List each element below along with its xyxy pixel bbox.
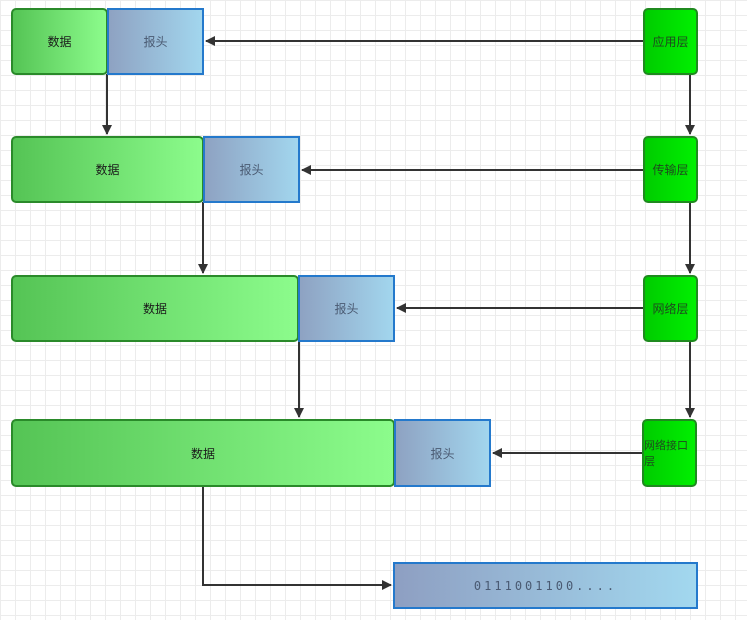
layer-transport[interactable]: 传输层	[643, 136, 698, 203]
packet-3-header[interactable]: 报头	[298, 275, 395, 342]
packet-3-header-label: 报头	[334, 302, 359, 316]
packet-1-header-label: 报头	[143, 35, 168, 49]
layer-network-label: 网络层	[652, 302, 689, 316]
packet-4-header[interactable]: 报头	[394, 419, 491, 487]
packet-4-data-label: 数据	[190, 446, 215, 461]
packet-3-data-label: 数据	[142, 302, 167, 316]
packet-2-data[interactable]: 数据	[11, 136, 204, 203]
packet-3-data[interactable]: 数据	[11, 275, 299, 342]
packet-2-header[interactable]: 报头	[203, 136, 300, 203]
bitstream-label: 0111001100....	[473, 578, 618, 593]
packet-2-header-label: 报头	[239, 163, 264, 177]
packet-4-data[interactable]: 数据	[11, 419, 395, 487]
layer-application[interactable]: 应用层	[643, 8, 698, 75]
arrow-packet4-to-bitstream	[202, 486, 392, 590]
packet-4-header-label: 报头	[430, 446, 455, 461]
packet-1-header[interactable]: 报头	[107, 8, 204, 75]
layer-network-interface-label: 网络接口层	[644, 439, 688, 468]
packet-1-data[interactable]: 数据	[11, 8, 108, 75]
packet-1-data-label: 数据	[47, 35, 72, 49]
layer-network-interface[interactable]: 网络接口层	[642, 419, 697, 487]
layer-transport-label: 传输层	[652, 163, 689, 177]
bitstream-box[interactable]: 0111001100....	[393, 562, 698, 609]
layer-application-label: 应用层	[652, 35, 689, 49]
packet-2-data-label: 数据	[95, 163, 120, 177]
layer-network[interactable]: 网络层	[643, 275, 698, 342]
